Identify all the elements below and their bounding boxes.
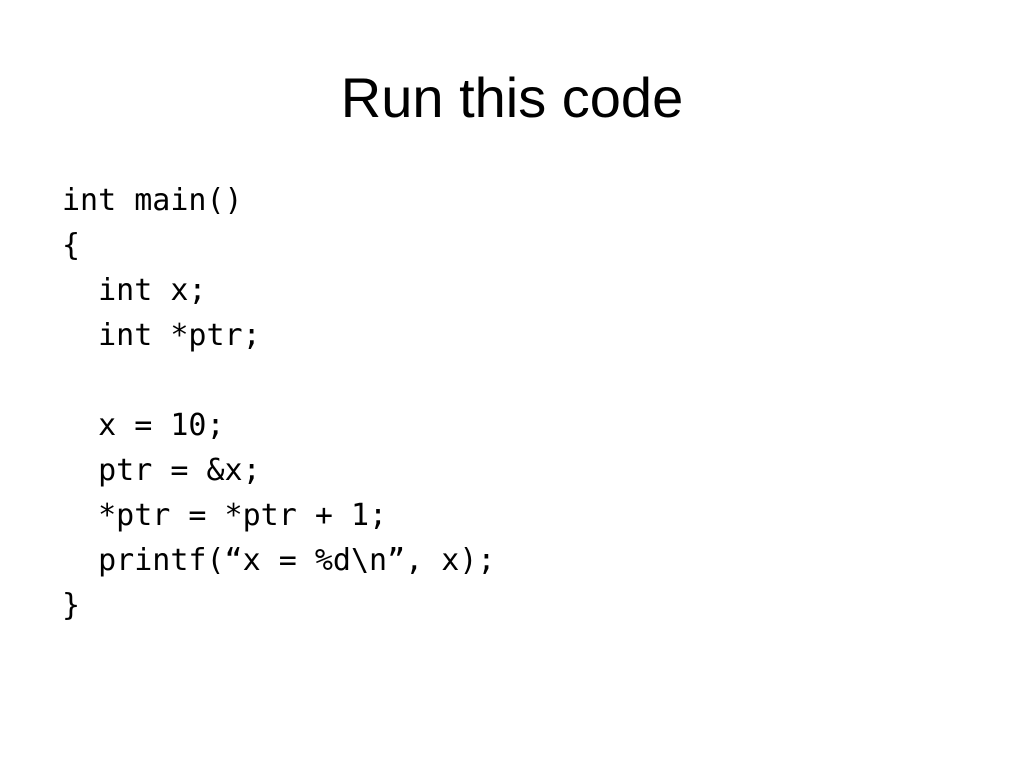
code-line-10: } xyxy=(62,588,81,623)
code-line-4: int *ptr; xyxy=(62,318,261,353)
code-block: int main() { int x; int *ptr; x = 10; ptr… xyxy=(62,178,495,628)
code-line-1: int main() xyxy=(62,183,243,218)
code-line-7: ptr = &x; xyxy=(62,453,261,488)
code-line-6: x = 10; xyxy=(62,408,225,443)
code-line-8: *ptr = *ptr + 1; xyxy=(62,498,388,533)
slide-title: Run this code xyxy=(340,66,684,129)
code-line-2: { xyxy=(62,228,81,263)
code-line-3: int x; xyxy=(62,273,207,308)
code-line-5 xyxy=(62,358,495,403)
code-line-9: printf(“x = %d\n”, x); xyxy=(62,543,496,578)
